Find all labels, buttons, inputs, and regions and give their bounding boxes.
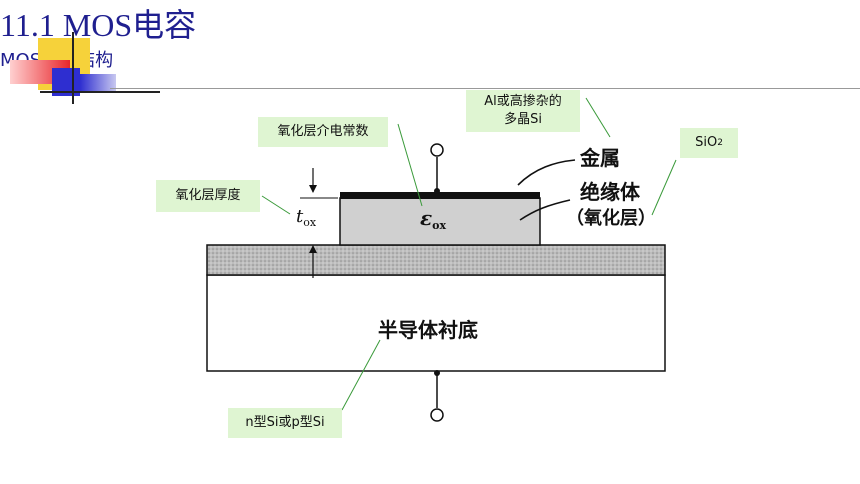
note-gate-material: Al或高掺杂的 多晶Si: [466, 90, 580, 132]
leader-gate-material: [585, 97, 611, 138]
oxide-label: （氧化层）: [566, 208, 656, 229]
note-sio2-sub: 2: [717, 138, 723, 148]
insulator-pointer: [519, 199, 571, 221]
leader-substrate: [341, 339, 381, 411]
top-terminal: [430, 143, 444, 157]
note-oxide-permittivity: 氧化层介电常数: [258, 117, 388, 147]
note-oxide-thickness-text: 氧化层厚度: [175, 188, 241, 203]
note-oxide-thickness: 氧化层厚度: [156, 180, 260, 212]
metal-pointer: [517, 159, 576, 186]
bottom-contact-dot: [434, 370, 440, 376]
note-oxide-permittivity-text: 氧化层介电常数: [277, 124, 369, 139]
top-contact-dot: [434, 188, 440, 194]
tox-arrowhead-top: [309, 185, 317, 193]
permittivity-symbol-sub: ox: [432, 219, 447, 232]
permittivity-symbol: εox: [420, 206, 446, 232]
deco-blue-bar: [80, 74, 116, 92]
tox-arrowhead-bottom: [309, 245, 317, 253]
metal-layer: [340, 192, 540, 199]
insulator-label: 绝缘体: [580, 180, 640, 204]
leader-permittivity: [397, 123, 423, 207]
substrate-oxide-layer: [206, 244, 666, 276]
corner-decoration: [0, 0, 160, 110]
leader-sio2: [651, 159, 677, 216]
deco-vertical-line: [72, 32, 74, 104]
deco-horizontal-line: [40, 91, 160, 93]
bottom-terminal: [430, 408, 444, 422]
page-title: 11.1 MOS电容: [0, 7, 197, 43]
title-underline: [110, 88, 860, 89]
substrate-label: 半导体衬底: [378, 318, 478, 342]
note-gate-material-line2: 多晶Si: [504, 112, 542, 127]
note-gate-material-line1: Al或高掺杂的: [484, 94, 562, 109]
permittivity-symbol-main: ε: [420, 206, 433, 230]
note-substrate-type: n型Si或p型Si: [228, 408, 342, 438]
metal-label: 金属: [580, 146, 620, 170]
tox-symbol-sub: ox: [303, 216, 317, 229]
leader-thickness: [261, 195, 291, 215]
note-sio2-main: SiO: [695, 135, 718, 150]
note-substrate-type-text: n型Si或p型Si: [245, 415, 325, 430]
substrate-body: [206, 274, 666, 372]
tox-symbol-main: t: [296, 206, 304, 227]
tox-symbol: tox: [296, 206, 316, 229]
